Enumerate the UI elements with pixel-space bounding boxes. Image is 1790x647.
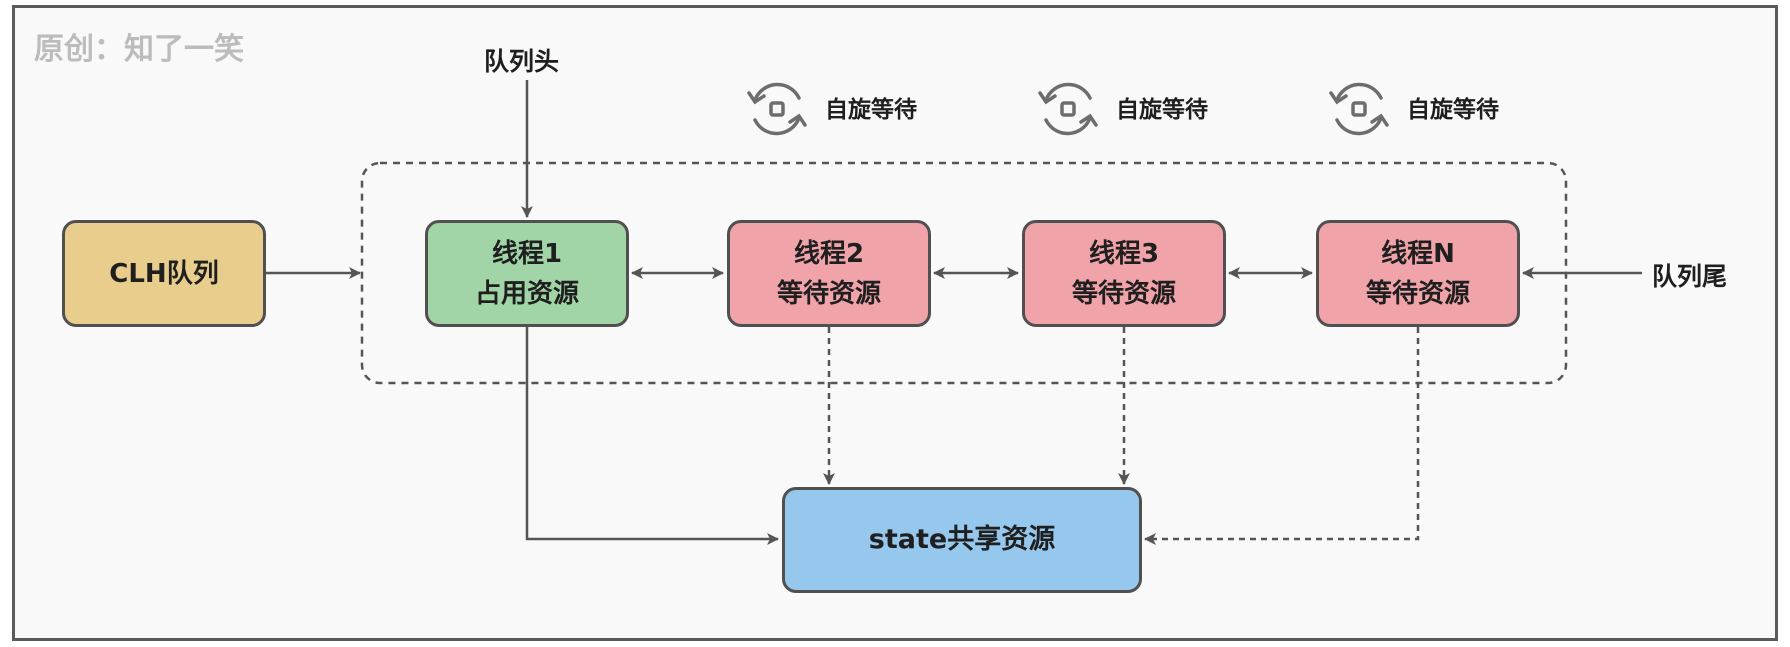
thread-n-name: 线程N (1381, 238, 1455, 269)
state-shared-resource-label: state共享资源 (868, 524, 1056, 555)
thread1-to-state-arrow (525, 327, 779, 545)
thread-2-node: 线程2 等待资源 (727, 220, 931, 327)
thread-3-status: 等待资源 (1071, 278, 1176, 309)
thread-1-node: 线程1 占用资源 (425, 220, 629, 327)
queue-head-label: 队列头 (484, 47, 560, 76)
thread-2-name: 线程2 (793, 238, 865, 269)
clh-queue-label: CLH队列 (109, 258, 219, 289)
sync-cycle-icon (1038, 76, 1098, 142)
thread-3-name: 线程3 (1088, 238, 1160, 269)
thread-1-name: 线程1 (491, 238, 563, 269)
sync-cycle-icon (1329, 76, 1389, 142)
spin-wait-label-n: 自旋等待 (1407, 97, 1499, 123)
thread-n-node: 线程N 等待资源 (1316, 220, 1520, 327)
state-shared-resource-box: state共享资源 (782, 487, 1142, 593)
threadn-to-state-arrow (1144, 327, 1420, 545)
thread-2-status: 等待资源 (776, 278, 881, 309)
thread-3-node: 线程3 等待资源 (1022, 220, 1226, 327)
thread-n-status: 等待资源 (1365, 278, 1470, 309)
queue-tail-label: 队列尾 (1652, 262, 1728, 291)
watermark-text: 原创：知了一笑 (34, 32, 244, 67)
sync-cycle-icon (747, 76, 807, 142)
spin-wait-label-2: 自旋等待 (825, 97, 917, 123)
spin-wait-label-3: 自旋等待 (1116, 97, 1208, 123)
thread-1-status: 占用资源 (474, 278, 579, 309)
clh-queue-box: CLH队列 (62, 220, 266, 327)
